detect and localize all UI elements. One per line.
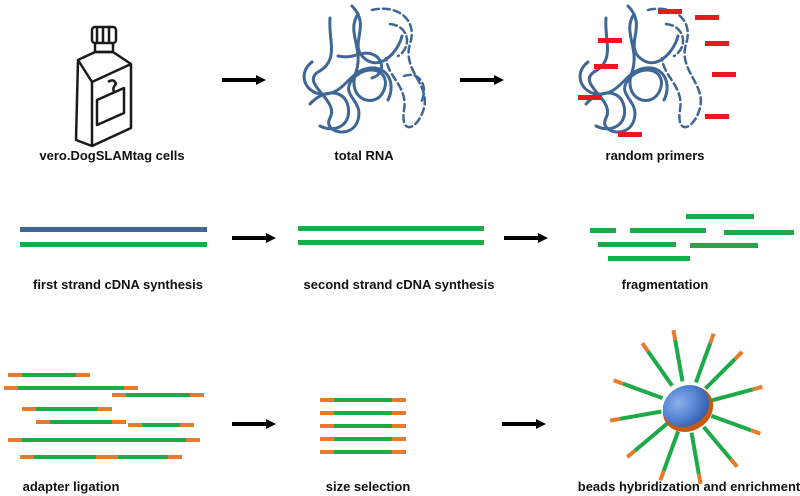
total-rna-label: total RNA [334, 148, 394, 163]
rna-strands-primed-dashed [646, 7, 703, 129]
captured-fragment [711, 387, 754, 403]
size-selected-fragments [320, 398, 406, 454]
first-strand-label: first strand cDNA synthesis [32, 277, 204, 292]
fragmentation-label: fragmentation [621, 277, 709, 292]
captured-fragment [619, 409, 662, 421]
rna-strands-dashed [370, 7, 427, 129]
fragment-adapter [613, 378, 624, 386]
first-strand-duplex [20, 227, 207, 247]
second-strand-duplex [298, 226, 484, 245]
captured-fragment [694, 342, 713, 384]
fragment-adapter [696, 473, 703, 485]
rna-strands [302, 4, 404, 134]
captured-fragment [689, 432, 701, 475]
culture-flask-icon [74, 25, 133, 148]
second-strand-label: second strand cDNA synthesis [303, 277, 495, 292]
fragment-adapter [625, 449, 637, 459]
cells-label: vero.DogSLAMtag cells [39, 148, 185, 163]
bead-icon [662, 385, 714, 432]
fragment-adapter [640, 341, 650, 353]
fragment-adapter [750, 428, 761, 436]
fragment-adapter [671, 329, 678, 341]
captured-fragment [661, 430, 680, 472]
random-primer-marks [578, 9, 736, 137]
rna-strands-primed [578, 4, 680, 134]
fragment-adapter [752, 384, 763, 392]
captured-fragment [702, 425, 733, 461]
dna-fragments [590, 214, 794, 261]
captured-fragment [646, 350, 674, 387]
captured-fragment [622, 381, 664, 400]
captured-fragment [673, 339, 685, 382]
fragment-adapter [729, 457, 739, 469]
fragment-adapter [708, 333, 716, 344]
beads-label: beads hybridization and enrichment [577, 479, 800, 494]
fragment-adapter [733, 350, 744, 361]
captured-fragment [710, 414, 752, 433]
captured-fragment [703, 357, 737, 391]
captured-fragment [633, 422, 669, 453]
size-selection-label: size selection [325, 479, 411, 494]
random-primers-label: random primers [605, 148, 705, 163]
fragment-adapter [609, 416, 621, 423]
adapter-ligated-fragments [4, 373, 204, 459]
fragment-adapter [658, 470, 666, 481]
adapter-ligation-label: adapter ligation [22, 479, 120, 494]
bead-captured-fragments [609, 329, 763, 485]
